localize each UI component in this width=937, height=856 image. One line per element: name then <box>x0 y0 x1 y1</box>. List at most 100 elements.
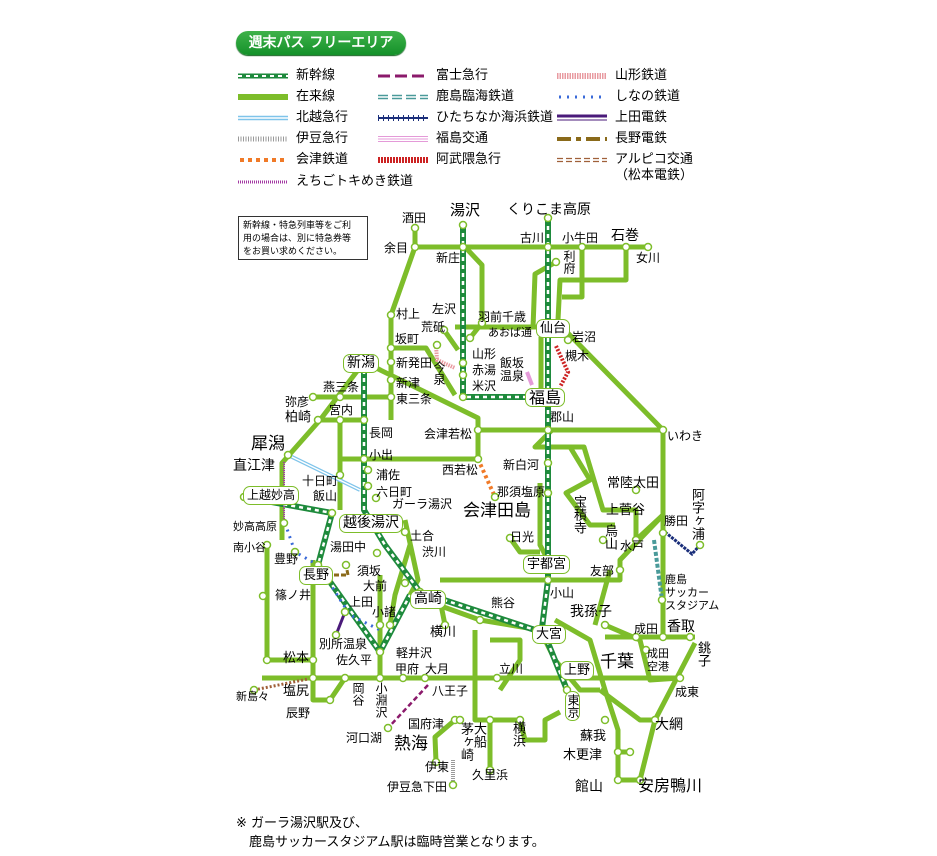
station-node <box>375 673 385 683</box>
station-label: 阿字ヶ浦 <box>689 488 704 540</box>
station-label: 辰野 <box>286 706 311 720</box>
legend-swatch <box>238 73 288 79</box>
legend-swatch <box>238 136 288 142</box>
station-label: 小山 <box>550 586 575 600</box>
station-node <box>448 780 458 790</box>
station-label: 軽井沢 <box>396 646 433 660</box>
legend-label: 上田電鉄 <box>615 110 668 125</box>
station-label: 水戸 <box>620 539 645 553</box>
station-label: 左沢 <box>432 302 457 316</box>
station-label: 新潟 <box>343 354 379 373</box>
station-label: 塩尻 <box>283 684 310 699</box>
station-node <box>283 450 293 460</box>
station-label: 直江津 <box>233 458 275 474</box>
station-node <box>631 485 641 495</box>
legend-swatch <box>378 157 428 163</box>
station-label: 河口湖 <box>346 731 383 745</box>
station-node <box>432 340 442 350</box>
station-node <box>455 715 465 725</box>
station-node <box>543 458 553 468</box>
station-label: 古川 <box>520 231 545 245</box>
station-label: 東京 <box>565 691 580 721</box>
station-node <box>279 518 289 528</box>
station-label: 大宮 <box>532 625 567 644</box>
station-node <box>492 673 502 683</box>
station-label: 熱海 <box>394 734 428 754</box>
station-label: くりこま高原 <box>507 202 591 218</box>
station-label: 小出 <box>369 448 394 462</box>
station-node <box>258 591 268 601</box>
station-label: 荒砥 <box>421 320 446 334</box>
station-label: 岡谷 <box>351 682 365 706</box>
station-label: 新津 <box>396 376 421 390</box>
station-label: 飯坂 温泉 <box>500 356 525 383</box>
station-label: 六日町 <box>376 485 413 499</box>
station-node <box>335 470 345 480</box>
station-label: 新発田 <box>396 356 433 370</box>
station-node <box>600 715 610 725</box>
station-node <box>331 630 341 640</box>
station-node <box>290 547 300 557</box>
station-node <box>631 535 641 545</box>
station-node <box>372 548 382 558</box>
station-label: 今泉 <box>432 361 446 385</box>
station-label: 宇都宮 <box>523 555 571 574</box>
station-node <box>543 488 553 498</box>
station-node <box>598 535 608 545</box>
footnote: ※ ガーラ湯沢駅及び、 鹿島サッカースタジアム駅は臨時営業となります。 <box>236 816 545 850</box>
station-node <box>473 425 483 435</box>
legend-swatch <box>238 180 288 184</box>
station-label: 渋川 <box>422 545 447 559</box>
station-node <box>386 343 396 353</box>
station-label: 東三条 <box>396 392 433 406</box>
legend-swatch <box>557 114 607 121</box>
legend-swatch <box>378 115 428 121</box>
station-node <box>490 492 500 502</box>
legend-label: 阿武隈急行 <box>436 152 502 167</box>
station-label: 熊谷 <box>491 596 516 610</box>
station-node <box>615 565 625 575</box>
station-node <box>543 425 553 435</box>
express-ticket-notice: 新幹線・特急列車等をご利 用の場合は、別に特急券等 をお買い求めください。 <box>238 216 368 260</box>
station-label: 赤湯 <box>472 363 497 377</box>
legend-label: ひたちなか海浜鉄道 <box>436 110 554 125</box>
station-node <box>543 213 553 223</box>
station-label: 槻木 <box>565 349 590 363</box>
station-node <box>340 607 350 617</box>
station-node <box>613 747 623 757</box>
station-label: 上越妙高 <box>243 486 300 505</box>
station-label: 立川 <box>499 662 524 676</box>
station-label: 余目 <box>384 241 409 255</box>
station-label: 横浜 <box>510 721 525 747</box>
station-label: 我孫子 <box>570 604 612 620</box>
legend-label: 会津鉄道 <box>296 152 349 167</box>
station-label: 福島 <box>525 388 566 407</box>
station-node <box>621 242 631 252</box>
station-node <box>635 775 645 785</box>
station-node <box>308 673 318 683</box>
station-node <box>658 528 668 538</box>
legend-label: 伊豆急行 <box>296 131 349 146</box>
station-node <box>262 540 272 550</box>
legend-label: 山形鉄道 <box>615 68 668 83</box>
station-node <box>625 747 635 757</box>
station-node <box>439 325 449 335</box>
station-label: 西若松 <box>442 463 479 477</box>
legend-label: えちごトキめき鉄道 <box>296 174 414 189</box>
station-label: 別所温泉 <box>319 637 368 651</box>
station-label: 弥彦 <box>285 395 310 409</box>
station-node <box>551 257 561 267</box>
station-node <box>327 508 337 518</box>
station-node <box>658 632 668 642</box>
station-label: 国府津 <box>408 717 445 731</box>
station-node <box>308 655 318 665</box>
station-node <box>308 392 318 402</box>
legend-label: 長野電鉄 <box>615 131 668 146</box>
station-label: ガーラ湯沢 <box>392 497 453 511</box>
station-label: 大前 <box>363 579 388 593</box>
legend-label: 福島交通 <box>436 131 489 146</box>
station-node <box>458 358 468 368</box>
station-label: 郡山 <box>550 410 575 424</box>
station-node <box>431 757 441 767</box>
station-node <box>335 415 345 425</box>
